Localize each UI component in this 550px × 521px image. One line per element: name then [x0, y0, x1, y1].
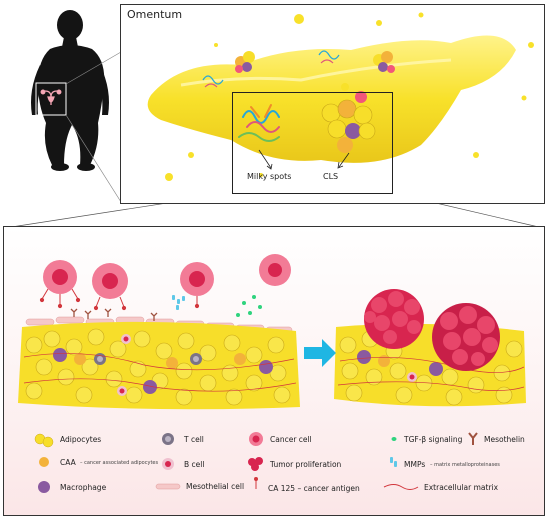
b-cell-icon — [162, 458, 174, 470]
cls-zoom — [321, 91, 376, 153]
ca125-icon — [254, 477, 258, 489]
legend-mmps: MMPs — [404, 460, 426, 469]
mesothelin-markers — [70, 308, 158, 321]
uterus-icon — [40, 89, 62, 105]
tgf-icon — [391, 437, 397, 441]
zoom-box — [232, 92, 393, 194]
ca125-markers — [39, 288, 200, 311]
legend-adipocytes: Adipocytes — [60, 435, 102, 444]
tgf-particles — [236, 295, 262, 317]
legend-mesothelial-cell: Mesothelial cell — [186, 482, 245, 491]
legend-macrophage: Macrophage — [60, 483, 107, 492]
legend-icons — [34, 432, 478, 493]
adipocytes-icon — [34, 433, 54, 448]
milky-spots-label: Milky spots — [247, 172, 292, 181]
legend-mesothelin: Mesothelin — [484, 435, 525, 444]
omentum-tissue — [147, 12, 534, 181]
mmp-particles — [172, 295, 185, 310]
cancer-cell-icon — [249, 432, 263, 446]
omentum-panel: Omentum — [120, 4, 545, 204]
cancer-cells — [43, 254, 291, 299]
tumor-masses — [364, 289, 500, 371]
callout-arrows — [258, 149, 350, 170]
legend-b-cell: B cell — [184, 460, 205, 469]
legend-t-cell: T cell — [184, 435, 204, 444]
mesothelial-cell-icon — [155, 483, 181, 490]
legend-ca125: CA 125 – cancer antigen — [268, 484, 360, 493]
milky-spot-small — [202, 50, 340, 88]
tissue-illustration — [18, 254, 526, 410]
female-silhouette-icon — [31, 10, 109, 171]
tumor-microenvironment-panel: Adipocytes CAA – cancer associated adipo… — [3, 226, 545, 516]
t-cell-icon — [162, 433, 174, 445]
legend-tumor-proliferation: Tumor proliferation — [270, 460, 342, 469]
macrophage-icon — [38, 481, 50, 493]
legend-tgf: TGF-β signaling — [404, 435, 463, 444]
ecm-icon — [383, 484, 419, 490]
mmp-icon — [390, 457, 397, 467]
progression-arrow — [304, 339, 336, 367]
legend-caa-note: – cancer associated adipocytes — [80, 460, 159, 466]
legend-ecm: Extracellular matrix — [424, 483, 499, 492]
milky-spot-zoom — [238, 104, 280, 142]
panel-title: Omentum — [127, 8, 183, 21]
legend-caa: CAA — [60, 458, 76, 467]
caa-icon — [39, 457, 49, 467]
legend-mmps-note: – matrix metalloproteinases — [430, 462, 500, 468]
cls-label: CLS — [323, 172, 339, 181]
cls-small — [235, 51, 395, 73]
mesothelin-icon — [468, 432, 478, 445]
tumor-proliferation-icon — [248, 457, 263, 471]
legend-cancer-cell: Cancer cell — [270, 435, 312, 444]
